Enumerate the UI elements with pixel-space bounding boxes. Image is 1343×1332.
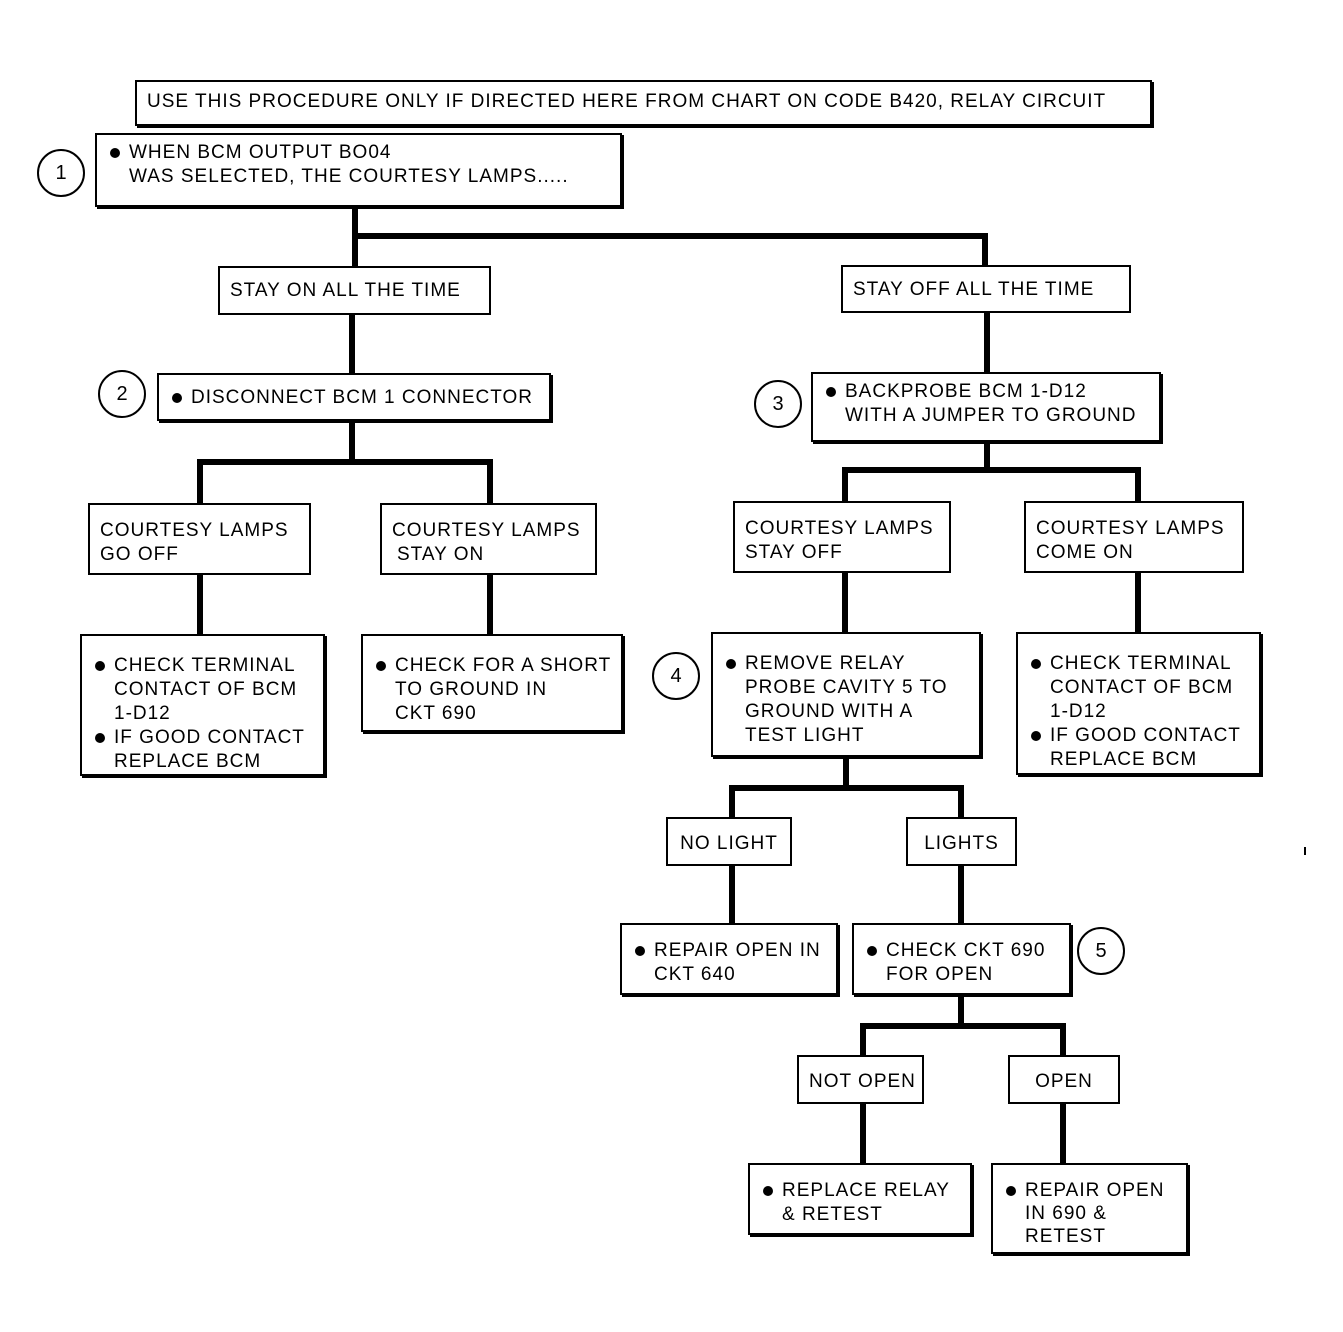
action-left-item1-line-2: CONTACT OF BCM: [114, 679, 298, 700]
connector-step4-split: [729, 754, 964, 820]
result-stay-on-line-1: COURTESY LAMPS: [392, 520, 581, 541]
replace-relay-line-2: & RETEST: [782, 1204, 883, 1225]
stray-tick-mark: [1304, 847, 1306, 855]
action-right-item2-line-1: IF GOOD CONTACT: [1028, 724, 1249, 748]
step3-line-1: BACKPROBE BCM 1-D12: [823, 380, 1149, 404]
step1-box: WHEN BCM OUTPUT BO04 WAS SELECTED, THE C…: [95, 133, 622, 207]
action-short-box: CHECK FOR A SHORT TO GROUND IN CKT 690: [361, 634, 623, 732]
branch-stay-on-label: STAY ON ALL THE TIME: [230, 280, 461, 301]
step4-line-3: GROUND WITH A: [745, 701, 914, 722]
lights-label: LIGHTS: [924, 833, 999, 854]
step-number-4: 4: [652, 652, 700, 700]
action-short-line-2: TO GROUND IN: [395, 679, 548, 700]
header-box: USE THIS PROCEDURE ONLY IF DIRECTED HERE…: [135, 80, 1152, 126]
connector-step1: [352, 204, 988, 268]
step5-line-2: FOR OPEN: [886, 964, 994, 985]
action-left-item1-line-1: CHECK TERMINAL: [92, 654, 313, 678]
result-go-off-line-1: COURTESY LAMPS: [100, 520, 289, 541]
action-left-item1-line-3: 1-D12: [114, 703, 171, 724]
repair-640-box: REPAIR OPEN IN CKT 640: [620, 923, 838, 995]
action-right-item2-line-2: REPLACE BCM: [1050, 749, 1198, 770]
open-label: OPEN: [1035, 1071, 1093, 1092]
open-box: OPEN: [1008, 1055, 1120, 1104]
step2-line-1: DISCONNECT BCM 1 CONNECTOR: [169, 386, 539, 410]
step4-line-1: REMOVE RELAY: [723, 652, 969, 676]
action-short-line-3: CKT 690: [395, 703, 477, 724]
no-light-box: NO LIGHT: [666, 817, 792, 866]
result-come-on-line-2: COME ON: [1036, 542, 1134, 563]
repair-690-line-2: IN 690 &: [1025, 1203, 1107, 1224]
not-open-box: NOT OPEN: [797, 1055, 924, 1104]
result-come-on-line-1: COURTESY LAMPS: [1036, 518, 1225, 539]
result-stay-off-box: COURTESY LAMPS STAY OFF: [733, 501, 951, 573]
replace-relay-box: REPLACE RELAY & RETEST: [748, 1163, 972, 1235]
repair-640-line-1: REPAIR OPEN IN: [632, 939, 826, 963]
action-left-box: CHECK TERMINAL CONTACT OF BCM 1-D12 IF G…: [80, 634, 325, 776]
step5-line-1: CHECK CKT 690: [864, 939, 1059, 963]
not-open-label: NOT OPEN: [809, 1071, 916, 1092]
result-come-on-box: COURTESY LAMPS COME ON: [1024, 501, 1244, 573]
replace-relay-line-1: REPLACE RELAY: [760, 1179, 960, 1203]
no-light-label: NO LIGHT: [680, 833, 778, 854]
step4-box: REMOVE RELAY PROBE CAVITY 5 TO GROUND WI…: [711, 632, 981, 757]
action-left-item2-line-1: IF GOOD CONTACT: [92, 726, 313, 750]
branch-stay-off-box: STAY OFF ALL THE TIME: [841, 265, 1131, 313]
step5-box: CHECK CKT 690 FOR OPEN: [852, 923, 1071, 995]
action-left-item2-line-2: REPLACE BCM: [114, 751, 262, 772]
step1-line-2: WAS SELECTED, THE COURTESY LAMPS.....: [129, 166, 569, 187]
result-stay-on-line-2: STAY ON: [397, 544, 485, 565]
repair-690-box: REPAIR OPEN IN 690 & RETEST: [991, 1163, 1188, 1254]
result-stay-off-line-1: COURTESY LAMPS: [745, 518, 934, 539]
action-right-box: CHECK TERMINAL CONTACT OF BCM 1-D12 IF G…: [1016, 632, 1261, 775]
result-go-off-line-2: GO OFF: [100, 544, 179, 565]
connector-step3-split: [842, 439, 1141, 504]
action-short-line-1: CHECK FOR A SHORT: [373, 654, 611, 678]
action-right-item1-line-2: CONTACT OF BCM: [1050, 677, 1234, 698]
result-stay-off-line-2: STAY OFF: [745, 542, 843, 563]
action-right-item1-line-1: CHECK TERMINAL: [1028, 652, 1249, 676]
step2-box: DISCONNECT BCM 1 CONNECTOR: [157, 373, 551, 421]
step3-box: BACKPROBE BCM 1-D12 WITH A JUMPER TO GRO…: [811, 372, 1161, 442]
header-text: USE THIS PROCEDURE ONLY IF DIRECTED HERE…: [147, 91, 1107, 112]
step-number-2: 2: [98, 370, 146, 418]
lights-box: LIGHTS: [906, 817, 1017, 866]
step-number-3: 3: [754, 380, 802, 428]
repair-690-line-3: RETEST: [1025, 1226, 1106, 1247]
result-go-off-box: COURTESY LAMPS GO OFF: [88, 503, 311, 575]
step4-line-2: PROBE CAVITY 5 TO: [745, 677, 948, 698]
step4-line-4: TEST LIGHT: [745, 725, 865, 746]
step-number-1: 1: [37, 149, 85, 197]
action-right-item1-line-3: 1-D12: [1050, 701, 1107, 722]
connector-step2-split: [197, 418, 493, 506]
branch-stay-off-label: STAY OFF ALL THE TIME: [853, 279, 1095, 300]
step3-line-2: WITH A JUMPER TO GROUND: [845, 405, 1137, 426]
branch-stay-on-box: STAY ON ALL THE TIME: [218, 266, 491, 315]
step-number-5: 5: [1077, 927, 1125, 975]
result-stay-on-box: COURTESY LAMPS STAY ON: [380, 503, 597, 575]
connector-step5-split: [860, 992, 1066, 1058]
repair-640-line-2: CKT 640: [654, 964, 736, 985]
step1-line-1: WHEN BCM OUTPUT BO04: [107, 141, 610, 165]
repair-690-line-1: REPAIR OPEN: [1003, 1179, 1176, 1202]
